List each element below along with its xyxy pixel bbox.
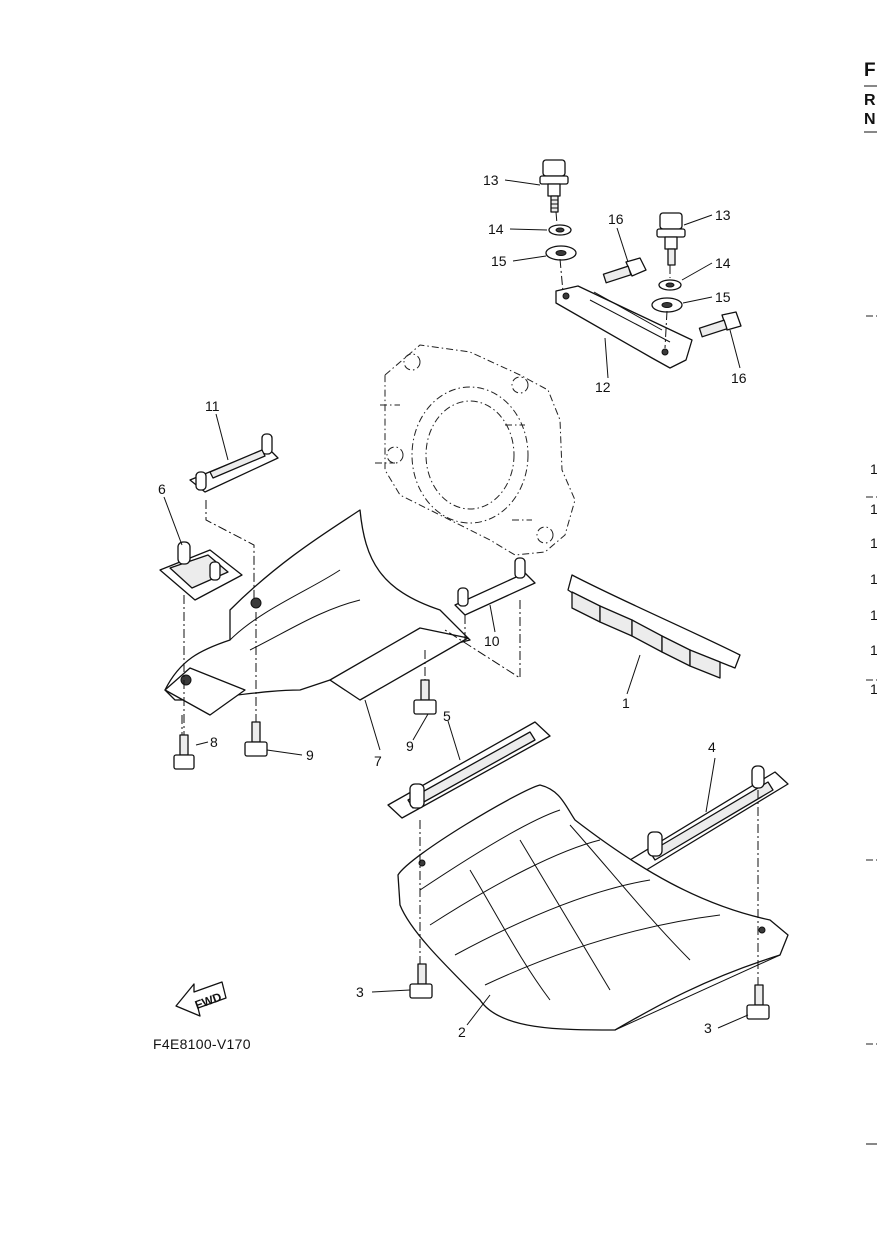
bolt-13-right [656, 212, 686, 266]
side-number-1: 1 [870, 461, 877, 477]
pump-housing-phantom [375, 344, 576, 556]
callout-2: 2 [458, 1024, 466, 1040]
fwd-arrow-icon: FWD [175, 981, 227, 1017]
side-number-4: 1 [870, 571, 877, 587]
pad-10 [454, 557, 536, 616]
callout-14-right: 14 [715, 255, 731, 271]
bolt-16-upper [602, 257, 647, 284]
callout-14-left: 14 [488, 221, 504, 237]
callout-6: 6 [158, 481, 166, 497]
strip-1 [567, 574, 741, 679]
callout-11: 11 [205, 398, 220, 414]
callout-9-middle: 9 [406, 738, 414, 754]
washer-15-right [651, 297, 683, 313]
callout-15-left: 15 [491, 253, 507, 269]
callout-1: 1 [622, 695, 630, 711]
bolt-3-left [409, 963, 433, 999]
side-number-5: 1 [870, 607, 877, 623]
callout-4: 4 [708, 739, 716, 755]
callout-3-left: 3 [356, 984, 364, 1000]
callout-10: 10 [484, 633, 500, 649]
callout-3-right: 3 [704, 1020, 712, 1036]
bolt-16-lower [698, 311, 742, 338]
duct-7 [164, 509, 471, 716]
callout-7: 7 [374, 753, 382, 769]
side-number-3: 1 [870, 535, 877, 551]
washer-15-left [545, 245, 577, 261]
side-header: F R N 1 1 1 1 1 1 1 [864, 60, 877, 1145]
assembly-chain-lines [181, 211, 759, 985]
side-number-2: 1 [870, 501, 877, 517]
mount-6 [159, 541, 243, 601]
side-number-6: 1 [870, 642, 877, 658]
side-header-mid1: R [864, 92, 876, 109]
grate-2 [397, 784, 789, 1031]
callout-15-right: 15 [715, 289, 731, 305]
callout-16-lower: 16 [731, 370, 747, 386]
bolt-9-middle [413, 679, 437, 715]
callout-13-left: 13 [483, 172, 499, 188]
side-header-top: F [864, 60, 876, 81]
callout-5: 5 [443, 708, 451, 724]
side-number-7: 1 [870, 681, 877, 697]
washer-14-right [658, 279, 682, 291]
bar-5 [387, 721, 551, 819]
side-header-mid2: N [864, 111, 876, 128]
callout-9-left: 9 [306, 747, 314, 763]
bracket-12 [555, 285, 693, 369]
bolt-9-left [244, 721, 268, 757]
leader-lines [163, 179, 749, 1029]
bolt-8 [173, 734, 195, 770]
callout-13-right: 13 [715, 207, 731, 223]
callout-8: 8 [210, 734, 218, 750]
bolt-3-right [746, 984, 770, 1020]
washer-14-left [548, 224, 572, 236]
bolt-13-left [539, 159, 569, 213]
bar-4 [629, 765, 789, 873]
callout-16-upper: 16 [608, 211, 624, 227]
pad-11 [189, 433, 279, 493]
drawing-code: F4E8100-V170 [153, 1036, 251, 1052]
callout-12: 12 [595, 379, 611, 395]
callout-numbers: 1 2 3 3 4 5 6 7 8 9 9 10 11 12 13 13 14 … [158, 172, 747, 1040]
